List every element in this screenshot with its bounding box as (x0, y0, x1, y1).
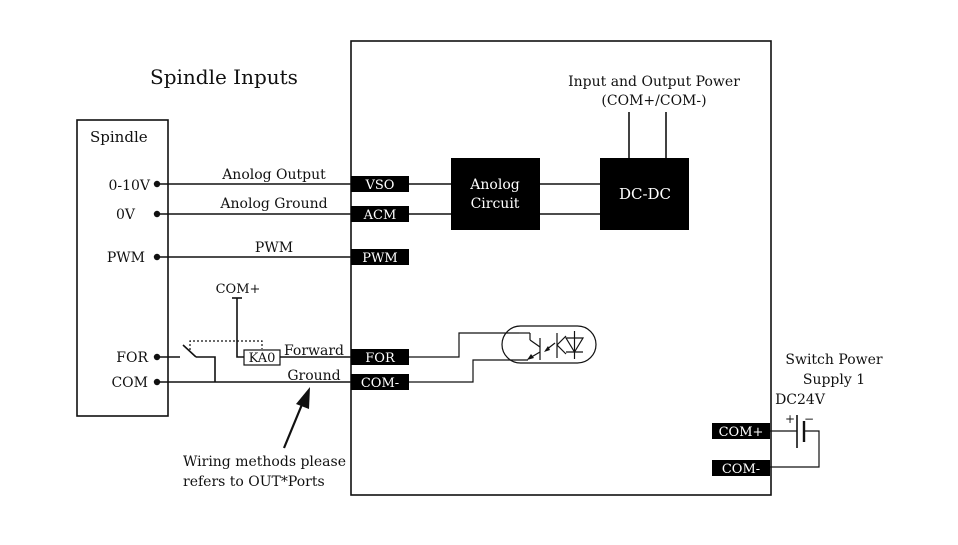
label-pwm-wire: PWM (255, 240, 293, 256)
port-com-minus: COM- (351, 374, 409, 391)
optocoupler-outline (501, 325, 597, 364)
optocoupler (501, 325, 597, 364)
port-pwm: PWM (351, 249, 409, 266)
dcdc-label: DC-DC (619, 185, 671, 203)
port-power-com-minus: COM- (712, 460, 770, 477)
label-forward: Forward (284, 343, 344, 359)
pin-0-10v: 0-10V (108, 178, 150, 194)
note-arrow-shaft (282, 401, 305, 449)
port-vso: VSO (351, 176, 409, 193)
battery-minus-sign: − (804, 412, 814, 426)
power-supply-line1: Switch Power (785, 352, 883, 368)
power-io-line1: Input and Output Power (568, 74, 740, 90)
spindle-label: Spindle (90, 128, 148, 146)
relay-mechanical-link (189, 340, 263, 350)
relay-switch-circuit: KA0 COM+ Forward Ground (157, 282, 352, 384)
label-analog-output: Anolog Output (221, 167, 326, 183)
label-ground: Ground (287, 368, 340, 384)
light-arrow-icon (544, 346, 550, 352)
pin-for: FOR (116, 350, 148, 366)
transistor-emitter-arrow (527, 354, 534, 360)
pin-0v: 0V (116, 207, 136, 223)
label-analog-ground: Anolog Ground (219, 196, 327, 212)
power-supply-line2: Supply 1 (803, 372, 865, 388)
analog-circuit-block: Anolog Circuit (451, 158, 540, 230)
port-com-minus-label: COM- (361, 376, 399, 391)
controller-box (350, 40, 772, 496)
diagram-title: Spindle Inputs (150, 65, 298, 89)
port-power-com-minus-label: COM- (722, 462, 760, 477)
port-acm-label: ACM (363, 208, 397, 223)
label-com-plus: COM+ (216, 282, 261, 297)
note-line2: refers to OUT*Ports (183, 474, 325, 490)
port-pwm-label: PWM (362, 251, 397, 266)
pin-pwm: PWM (107, 250, 145, 266)
dcdc-block: DC-DC (600, 158, 689, 230)
port-acm: ACM (351, 206, 409, 223)
switch-return (196, 356, 216, 382)
wire-com-opto (409, 359, 510, 383)
wire-for-opto (409, 332, 519, 358)
note-line1: Wiring methods please (183, 454, 346, 470)
wire-com-plus (236, 298, 244, 358)
pin-dots (153, 180, 161, 386)
pin-com: COM (111, 375, 148, 391)
analog-circuit-line1: Anolog (469, 177, 519, 193)
port-vso-label: VSO (365, 178, 395, 193)
spindle-box (76, 119, 169, 417)
power-io-line2: (COM+/COM-) (601, 93, 706, 109)
power-supply-voltage: DC24V (775, 392, 826, 408)
dc24v-supply: + − (770, 412, 820, 468)
battery-plus-sign: + (785, 412, 795, 426)
port-power-com-plus: COM+ (712, 423, 770, 440)
analog-circuit-line2: Circuit (471, 196, 520, 212)
port-for-label: FOR (365, 351, 396, 366)
note-arrow-head (296, 387, 310, 409)
port-for: FOR (351, 349, 409, 366)
relay-label: KA0 (249, 351, 276, 366)
port-power-com-plus-label: COM+ (719, 425, 764, 440)
switch-contact (182, 344, 197, 358)
